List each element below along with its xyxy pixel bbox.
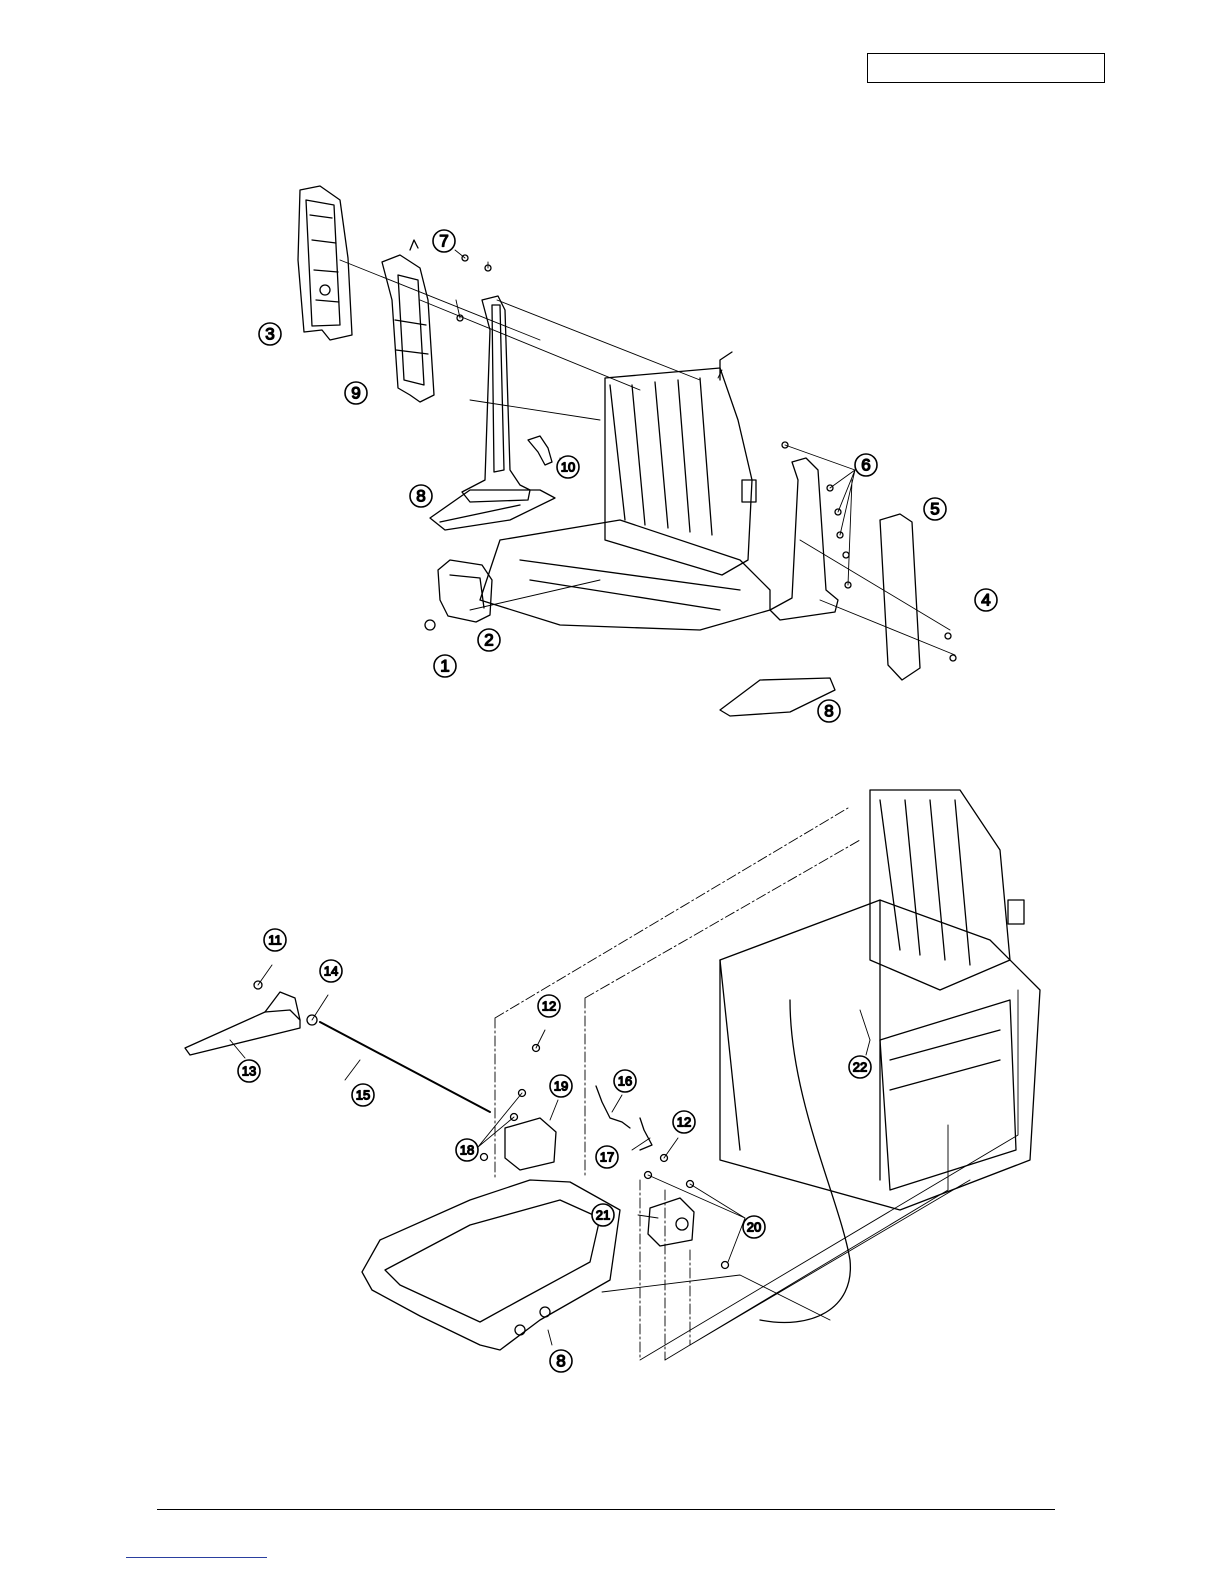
svg-text:16: 16 [618, 1074, 632, 1089]
svg-text:3: 3 [265, 325, 274, 344]
part-8-drawer-tray [362, 1180, 620, 1350]
svg-text:17: 17 [600, 1150, 614, 1165]
part-side-arm-right [770, 442, 851, 620]
svg-text:7: 7 [439, 232, 448, 251]
callout-bottom-14: 14 [320, 960, 342, 982]
part-20-screw-c [722, 1262, 729, 1269]
part-side-arm-left [457, 255, 530, 502]
part-10-lever [528, 436, 552, 465]
svg-text:14: 14 [324, 964, 338, 979]
svg-text:10: 10 [561, 460, 575, 475]
callout-bottom-8: 8 [550, 1350, 572, 1372]
callout-top-1: 1 [434, 655, 456, 677]
svg-text:2: 2 [484, 631, 493, 650]
svg-text:21: 21 [596, 1208, 610, 1223]
main-chassis-top [480, 352, 770, 630]
callout-bottom-22: 22 [849, 1056, 871, 1078]
callout-top-9: 9 [345, 382, 367, 404]
svg-text:6: 6 [861, 456, 870, 475]
svg-text:22: 22 [853, 1060, 867, 1075]
svg-text:1: 1 [440, 657, 449, 676]
callout-bottom-12-upper: 12 [538, 995, 560, 1017]
bottom-assembly [185, 790, 1040, 1360]
svg-text:20: 20 [747, 1220, 761, 1235]
callout-bottom-12-lower: 12 [673, 1111, 695, 1133]
callout-top-6: 6 [855, 454, 877, 476]
part-18-screw-c [481, 1154, 488, 1161]
callout-top-10: 10 [557, 456, 579, 478]
svg-text:18: 18 [460, 1143, 474, 1158]
callout-bottom-11: 11 [264, 929, 286, 951]
svg-text:13: 13 [242, 1064, 256, 1079]
callout-bottom-20: 20 [743, 1216, 765, 1238]
callout-top-8-right: 8 [818, 700, 840, 722]
part-1-screw [425, 620, 435, 630]
svg-text:8: 8 [824, 702, 833, 721]
svg-text:9: 9 [351, 384, 360, 403]
printer-main-body [720, 790, 1040, 1323]
part-15-shaft [320, 1022, 490, 1112]
callout-bottom-16: 16 [614, 1070, 636, 1092]
top-assembly [298, 186, 956, 716]
svg-text:19: 19 [554, 1079, 568, 1094]
footer-link[interactable] [126, 1557, 267, 1558]
callout-top-4: 4 [975, 589, 997, 611]
callout-bottom-15: 15 [352, 1084, 374, 1106]
svg-text:15: 15 [356, 1088, 370, 1103]
callout-top-3: 3 [259, 323, 281, 345]
part-5-side-panel [880, 514, 920, 680]
svg-text:8: 8 [416, 487, 425, 506]
svg-text:12: 12 [542, 999, 556, 1014]
part-17-spring [640, 1118, 652, 1150]
svg-text:12: 12 [677, 1115, 691, 1130]
callout-top-5: 5 [924, 498, 946, 520]
footer-rule [157, 1509, 1055, 1510]
callout-top-7: 7 [433, 230, 455, 252]
svg-text:8: 8 [556, 1352, 565, 1371]
callout-bottom-19: 19 [550, 1075, 572, 1097]
svg-text:4: 4 [981, 591, 990, 610]
part-8-base-rail-left [430, 490, 555, 530]
part-4-screw-b [950, 655, 956, 661]
callout-bottom-21: 21 [592, 1204, 614, 1226]
svg-text:11: 11 [268, 933, 282, 948]
callout-bottom-18: 18 [456, 1139, 478, 1161]
part-13-bar [185, 1010, 300, 1055]
part-4-screw-a [945, 633, 951, 639]
svg-text:5: 5 [930, 500, 939, 519]
part-19-bracket [505, 1118, 556, 1170]
part-9-guide-frame [382, 240, 434, 402]
callout-top-8-left: 8 [410, 485, 432, 507]
callout-bottom-17: 17 [596, 1146, 618, 1168]
part-3-left-frame [298, 186, 352, 340]
callout-bottom-13: 13 [238, 1060, 260, 1082]
part-2-bracket [438, 560, 492, 622]
callout-top-2: 2 [478, 629, 500, 651]
